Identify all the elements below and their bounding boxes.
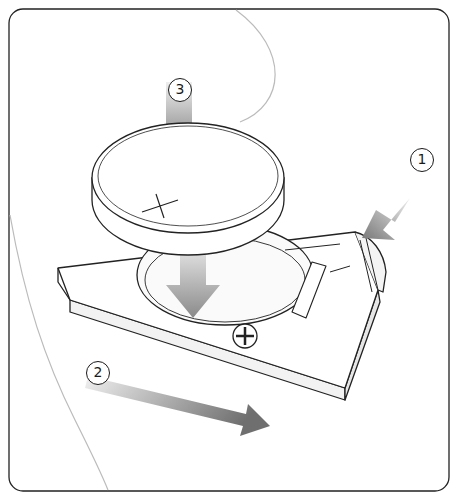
frame — [9, 9, 449, 491]
callout-number: 3 — [168, 78, 192, 102]
release-arrow — [362, 198, 410, 240]
device-outline — [10, 215, 108, 490]
pull-arrow — [85, 376, 270, 436]
callout-number: 2 — [86, 361, 110, 385]
plus-sign — [142, 194, 178, 218]
callout-number: 1 — [410, 148, 434, 172]
device-outline — [236, 10, 275, 122]
coin-battery — [92, 123, 284, 255]
